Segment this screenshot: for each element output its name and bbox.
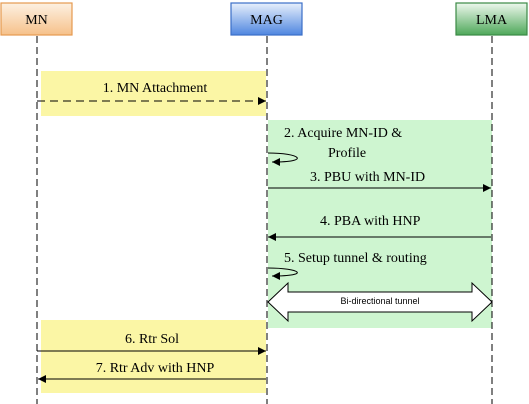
bidirectional-tunnel-arrow [267, 281, 493, 323]
bidirectional-tunnel: Bi-directional tunnel [267, 281, 493, 323]
message-pbu-label: 3. PBU with MN-ID [310, 170, 425, 185]
message-rtr-sol-label: 6. Rtr Sol [125, 332, 179, 347]
message-setup: 5. Setup tunnel & routing [267, 251, 427, 280]
message-acquire: 2. Acquire MN-ID & Profile [267, 126, 402, 166]
message-rtr-adv-label: 7. Rtr Adv with HNP [96, 361, 215, 376]
lma-entity: LMA [455, 2, 528, 36]
highlight-attachment [41, 71, 266, 116]
message-mn-attachment: 1. MN Attachment [37, 81, 266, 105]
message-pba-label: 4. PBA with HNP [320, 214, 421, 229]
message-setup-label: 5. Setup tunnel & routing [284, 251, 427, 266]
mn-label: MN [25, 13, 48, 28]
message-setup-loop [267, 267, 298, 280]
bidirectional-tunnel-label: Bi-directional tunnel [340, 296, 419, 306]
lma-label: LMA [476, 13, 508, 28]
message-pba: 4. PBA with HNP [268, 214, 491, 241]
mag-label: MAG [250, 13, 283, 28]
message-mn-attachment-label: 1. MN Attachment [103, 81, 208, 96]
message-acquire-label-line1: 2. Acquire MN-ID & [284, 126, 402, 141]
message-acquire-label-line2: Profile [328, 146, 366, 161]
highlight-router-discovery [41, 320, 266, 393]
mn-entity: MN [0, 2, 73, 36]
mag-entity: MAG [230, 2, 303, 36]
message-rtr-sol: 6. Rtr Sol [37, 332, 266, 355]
message-rtr-adv: 7. Rtr Adv with HNP [38, 361, 266, 383]
message-pbu: 3. PBU with MN-ID [268, 170, 491, 192]
message-acquire-loop [267, 152, 298, 166]
